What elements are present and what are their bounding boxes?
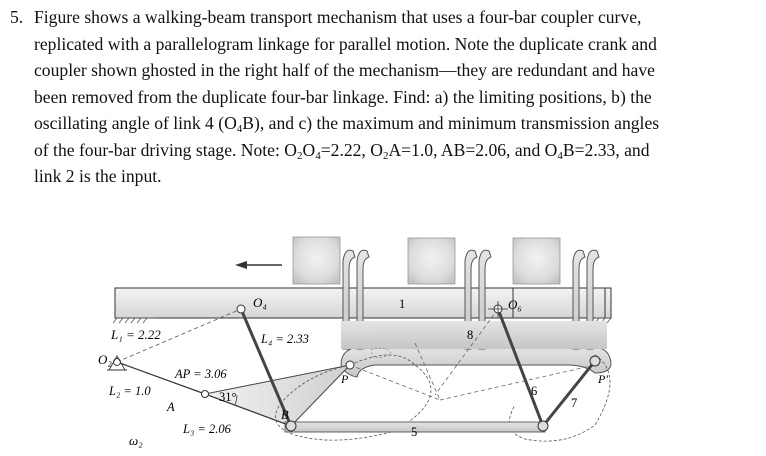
joint-p — [345, 360, 355, 370]
label-l1: L₁ = 2.22 — [110, 327, 161, 342]
problem-line-5: oscillating angle of link 4 (O4B), and c… — [34, 113, 660, 135]
coupler-curve-right — [508, 354, 611, 442]
box-right — [512, 237, 561, 285]
label-o2: O₂ — [98, 352, 112, 367]
label-omega2: ω₂ — [129, 433, 143, 448]
joint-a — [201, 390, 209, 398]
joint-b — [285, 420, 297, 432]
problem-line-4: been removed from the duplicate four-bar… — [34, 86, 652, 107]
problem-line-3: coupler shown ghosted in the right half … — [34, 60, 655, 80]
problem-statement: 5.Figure shows a walking-beam transport … — [10, 4, 758, 190]
label-ap: AP = 3.06 — [174, 367, 227, 381]
ground-pivot-o2-icon — [107, 355, 127, 371]
link-7 — [541, 360, 597, 427]
pivot-o6-icon — [488, 301, 508, 317]
label-l2: L₂ = 1.0 — [108, 384, 151, 398]
link-4 — [239, 308, 293, 427]
problem-line-1: 5.Figure shows a walking-beam transport … — [10, 4, 758, 31]
link-6 — [496, 308, 545, 427]
ground-hatching — [112, 317, 612, 324]
problem-line-2: replicated with a parallelogram linkage … — [34, 33, 657, 54]
problem-number: 5. — [10, 7, 24, 27]
label-p: P — [340, 372, 349, 386]
mechanism-diagram: L₁ = 2.22 O₂ AP = 3.06 L₂ = 1.0 A 31° L₃… — [98, 236, 612, 448]
mechanism-figure: L₁ = 2.22 O₂ AP = 3.06 L₂ = 1.0 A 31° L₃… — [95, 225, 630, 451]
label-link-8: 8 — [467, 328, 473, 342]
joint-6-7 — [537, 420, 549, 432]
coupler-curve — [275, 354, 432, 441]
box-left — [292, 236, 341, 285]
label-pprime: P′ — [597, 372, 608, 386]
label-l4: L₄ = 2.33 — [260, 332, 309, 346]
ghost-link-6 — [434, 308, 499, 396]
joint-o4 — [236, 304, 246, 314]
ground-line-o2-o4 — [116, 308, 242, 363]
label-link-5: 5 — [411, 425, 417, 439]
label-o6: O₆ — [508, 297, 522, 312]
ghost-curve-scribble — [370, 347, 392, 358]
motion-arrow-icon — [235, 261, 282, 269]
label-link-6: 6 — [531, 384, 537, 398]
label-o4: O₄ — [253, 295, 267, 310]
label-link-7: 7 — [571, 396, 577, 410]
joints — [201, 304, 601, 432]
label-a: A — [166, 400, 175, 414]
angle-arc — [234, 394, 238, 406]
link-3 — [204, 393, 292, 427]
problem-line-6: of the four-bar driving stage. Note: O2O… — [34, 139, 650, 162]
link-2 — [116, 361, 206, 395]
beam-body — [341, 321, 607, 349]
label-l3: L₃ = 2.06 — [182, 422, 232, 436]
ghost-linkage — [349, 342, 596, 401]
problem-line-7: link 2 is the input. — [34, 166, 162, 186]
box-middle — [407, 237, 456, 285]
label-angle: 31° — [219, 390, 237, 404]
label-b: B — [281, 408, 289, 422]
joint-pprime — [589, 355, 601, 367]
label-link-1: 1 — [399, 297, 405, 311]
